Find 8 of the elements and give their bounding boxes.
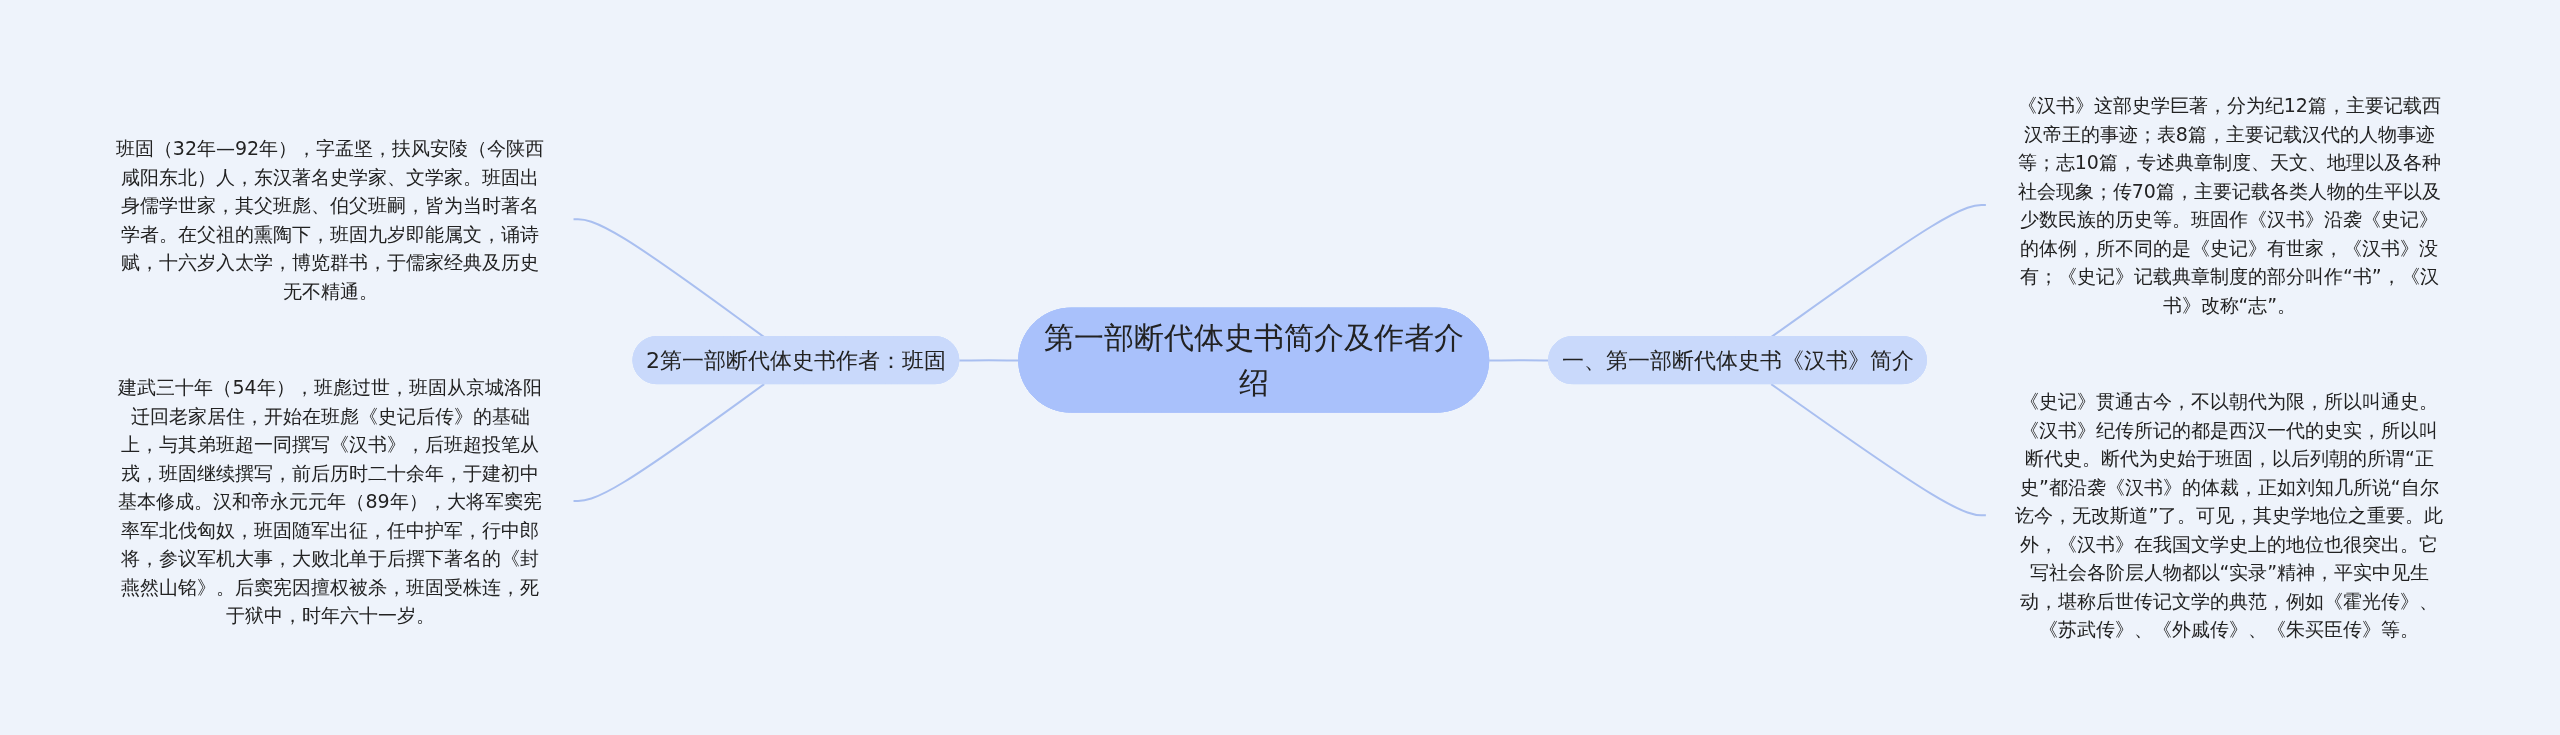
- connector: [958, 359, 1021, 362]
- connector: [1770, 383, 1988, 517]
- node-text: 《汉书》这部史学巨著，分为纪12篇，主要记载西汉帝王的事迹；表8篇，主要记载汉代的人物事迹等；志10篇，专述典章制度、天文、地理以及各种社会现象；传70篇，主要记载各类人物的生平以及少数民族的历史等。班固作《汉书》沿袭《史记》的体例，所不同的是《史记》有世家，《汉书》没有；《史记》记载典章制度的部分叫作“书”，《汉书》改称“志”。: [2018, 94, 2442, 316]
- node-text: 班固（32年—92年），字孟坚，扶风安陵（今陕西咸阳东北）人，东汉著名史学家、文学家。班固出身儒学世家，其父班彪、伯父班嗣，皆为当时著名学者。在父祖的熏陶下，班固九岁即能属文，诵诗赋，十六岁入太学，博览群书，于儒家经典及历史无不精通。: [116, 137, 545, 302]
- node-text: 《史记》贯通古今，不以朝代为限，所以叫通史。《汉书》纪传所记的都是西汉一代的史实，所以叫断代史。断代为史始于班固，以后列朝的所谓“正史”都沿袭《汉书》的体裁，正如刘知几所说“自尔讫今，无改斯道”了。可见，其史学地位之重要。此外，《汉书》在我国文学史上的地位也很突出。它写社会各阶层人物都以“实录”精神，平实中见生动，堪称后世传记文学的典范，例如《霍光传》、《苏武传》、《外戚传》、《朱买臣传》等。: [2015, 390, 2444, 641]
- connector: [572, 383, 766, 503]
- connector: [1488, 359, 1551, 362]
- node-text: 建武三十年（54年），班彪过世，班固从京城洛阳迁回老家居住，开始在班彪《史记后传》的基础上，与其弟班超一同撰写《汉书》，后班超投笔从戎，班固继续撰写，前后历时二十余年，于建初中基本修成。汉和帝永元元年（89年），大将军窦宪率军北伐匈奴，班固随军出征，任中护军，行中郎将，参议军机大事，大败北单于后撰下著名的《封燕然山铭》。后窦宪因擅权被杀，班固受株连，死于狱中，时年六十一岁。: [118, 375, 542, 626]
